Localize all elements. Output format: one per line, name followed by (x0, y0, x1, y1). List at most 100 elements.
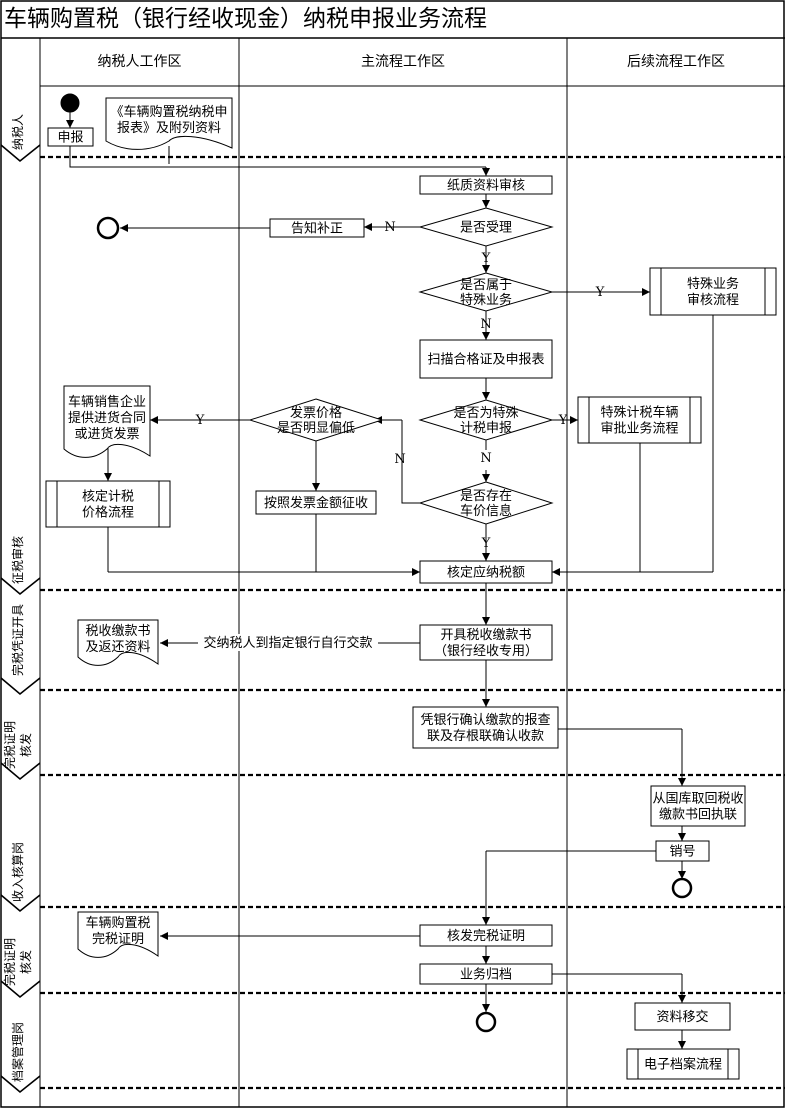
branch-label: Y (481, 251, 491, 266)
scan-step (419, 339, 553, 379)
branch-label: N (394, 452, 405, 467)
lane-title: 档案管理岗 (10, 1022, 25, 1082)
price-assessment-process-label: 价格流程 (82, 505, 134, 521)
arrowhead (678, 995, 686, 1003)
branch-label: Y (195, 413, 205, 428)
dealer-document-label: 或进货发票 (74, 426, 139, 442)
pay-note-label: 交纳税人到指定银行自行交款 (203, 635, 372, 651)
issue-payment-book-step-label: （银行经收专用） (434, 644, 538, 659)
arrowhead (482, 699, 490, 707)
arrowhead (482, 1004, 490, 1012)
arrowhead (678, 778, 686, 786)
lane-chevron (0, 677, 41, 696)
column-header: 纳税人工作区 (98, 54, 182, 70)
arrowhead (482, 917, 490, 925)
notify-step-label: 告知补正 (291, 221, 343, 237)
lane-title: 完税凭证开具 (10, 604, 25, 676)
arrowhead (66, 120, 74, 128)
treasury-receipt-step-label: 缴款书回执联 (659, 808, 737, 823)
branch-label: N (480, 317, 491, 332)
arrowhead (160, 932, 168, 940)
price-assessment-process-label: 核定计税 (82, 490, 134, 505)
e-archive-process (626, 1048, 740, 1080)
arrowhead (482, 474, 490, 482)
data-transfer-step (634, 1002, 731, 1031)
dealer-document (63, 385, 151, 458)
special-review-process-label: 特殊业务 (687, 276, 739, 292)
arrowhead (482, 553, 490, 561)
price-info-decision-label: 是否存在 (460, 489, 512, 504)
arrowhead (312, 483, 320, 491)
bank-confirm-step-label: 联及存根联确认收款 (427, 729, 544, 744)
assess-tax-step-label: 核定应纳税额 (447, 565, 525, 581)
special-business-decision-label: 特殊业务 (460, 292, 512, 308)
lane-chevron (0, 1075, 41, 1094)
arrowhead (678, 1041, 686, 1049)
tax-certificate-document (77, 911, 159, 958)
lane-title: 完税证明 (2, 938, 17, 986)
dealer-document-label: 车辆销售企业 (68, 394, 146, 410)
arrowhead (482, 332, 490, 340)
data-transfer-step-label: 资料移交 (656, 1009, 708, 1025)
end-node (96, 216, 120, 240)
arrowhead (160, 639, 168, 647)
lane-title: 征税审核 (10, 536, 25, 584)
issue-payment-book-step (419, 624, 553, 661)
column-header: 后续流程工作区 (627, 53, 725, 70)
invoice-price-decision-label: 发票价格 (290, 405, 342, 421)
arrowhead (482, 956, 490, 964)
arrowhead (482, 168, 490, 176)
dealer-document-label: 提供进货合同 (68, 410, 146, 426)
connector-line (69, 146, 486, 168)
price-info-decision-label: 车价信息 (460, 503, 512, 519)
bank-confirm-step (412, 706, 559, 749)
tax-certificate-document-label: 车辆购置税 (85, 915, 150, 931)
special-review-process-label: 审核流程 (687, 293, 739, 308)
treasury-receipt-step (650, 785, 746, 827)
branch-label: Y (595, 285, 605, 300)
pay-note-bg (198, 634, 378, 651)
start-node (60, 93, 80, 113)
arrowhead (552, 568, 560, 576)
issue-payment-book-step-label: 开具税收缴款书 (440, 628, 531, 643)
paper-review-step-label: 纸质资料审核 (447, 179, 525, 194)
arrowhead (364, 223, 372, 231)
special-tax-decision-label: 是否为特殊 (453, 406, 518, 421)
lane-chevron (0, 980, 41, 999)
arrowhead (150, 416, 158, 424)
tax-certificate-document-label: 完税证明 (92, 932, 144, 947)
tax-payment-document-label: 税收缴款书 (85, 624, 150, 639)
connector-line (401, 420, 420, 504)
column-header: 主流程工作区 (361, 54, 445, 70)
scan-step-label: 扫描合格证及申报表 (427, 352, 544, 368)
bank-confirm-step-label: 凭银行确认缴款的报查 (420, 712, 550, 728)
tax-payment-document-label: 及返还资料 (85, 640, 150, 655)
arrowhead (678, 833, 686, 841)
arrowhead (482, 392, 490, 400)
arrowhead (570, 416, 578, 424)
branch-label: Y (481, 536, 491, 551)
lane-title: 核发 (18, 733, 33, 757)
end-node (671, 877, 693, 899)
price-assessment-process (45, 480, 171, 528)
special-business-decision-label: 是否属于 (460, 278, 512, 293)
tax-payment-document (77, 619, 159, 666)
arrowhead (120, 224, 128, 232)
special-tax-process (577, 396, 702, 444)
special-tax-process-label: 审批业务流程 (600, 421, 678, 437)
lane-title: 核发 (18, 950, 33, 974)
invoice-price-decision-label: 是否明显偏低 (277, 421, 355, 436)
arrowhead (482, 265, 490, 273)
lane-chevron (0, 144, 41, 163)
lane-title: 收入核算岗 (10, 842, 25, 902)
special-review-process (649, 267, 777, 316)
issue-certificate-step-label: 核发完税证明 (447, 928, 525, 944)
arrowhead (642, 288, 650, 296)
lane-chevron (0, 894, 41, 913)
lane-chevron (0, 762, 41, 781)
lane-chevron (0, 577, 41, 596)
lane-title: 纳税人 (11, 114, 25, 150)
arrowhead (412, 568, 420, 576)
